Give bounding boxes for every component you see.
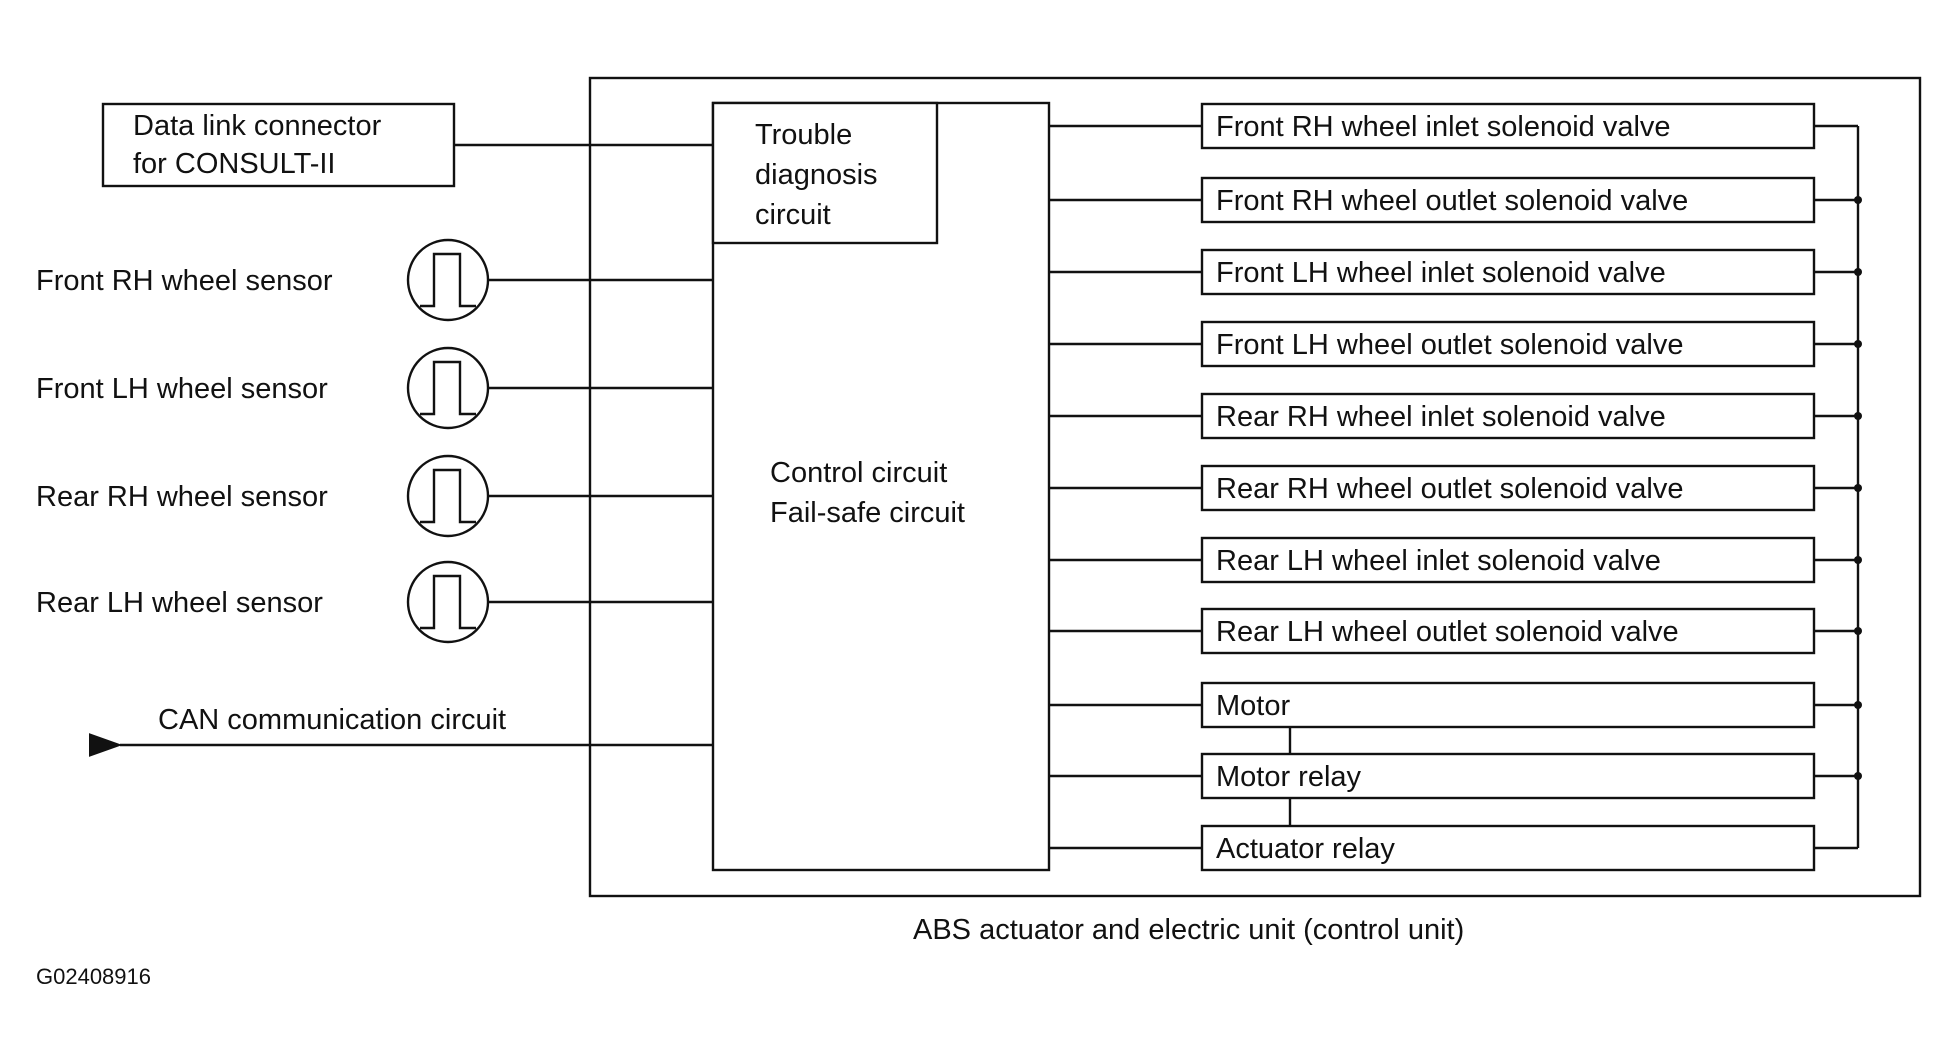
control-circuit-label: Control circuit (770, 457, 947, 489)
sensor-circle (406, 346, 490, 430)
trouble-line-2: diagnosis (755, 159, 878, 191)
output-label: Front LH wheel outlet solenoid valve (1216, 329, 1683, 361)
pulse-waveform-icon (420, 252, 476, 308)
output-row: Front RH wheel inlet solenoid valve (1049, 102, 1858, 150)
wheel-sensor: Front LH wheel sensor (36, 346, 713, 430)
control-unit-caption: ABS actuator and electric unit (control … (913, 914, 1464, 946)
sensor-circle (406, 454, 490, 538)
pulse-waveform-icon (420, 360, 476, 416)
output-row: Rear RH wheel inlet solenoid valve (1049, 392, 1862, 440)
output-label: Front LH wheel inlet solenoid valve (1216, 257, 1666, 289)
outputs-group: Front RH wheel inlet solenoid valveFront… (1049, 102, 1862, 872)
output-box (1200, 248, 1816, 296)
control-unit-frame (588, 76, 1922, 898)
output-row: Front LH wheel outlet solenoid valve (1049, 320, 1862, 368)
trouble-line-1: Trouble (755, 119, 852, 151)
output-row: Motor relay (1049, 752, 1862, 800)
can-label: CAN communication circuit (158, 704, 506, 736)
output-box (1200, 392, 1816, 440)
output-box (1200, 536, 1816, 584)
output-row: Rear LH wheel outlet solenoid valve (1049, 607, 1862, 655)
output-row: Actuator relay (1049, 824, 1858, 872)
output-row: Front LH wheel inlet solenoid valve (1049, 248, 1862, 296)
output-box (1200, 607, 1816, 655)
failsafe-circuit-label: Fail-safe circuit (770, 497, 965, 529)
sensor-circle (406, 560, 490, 644)
output-label: Rear RH wheel outlet solenoid valve (1216, 473, 1683, 505)
sensor-circle (406, 238, 490, 322)
trouble-diagnosis-block (711, 101, 939, 245)
trouble-line-3: circuit (755, 199, 831, 231)
wheel-sensor: Front RH wheel sensor (36, 238, 713, 322)
wheel-sensor: Rear LH wheel sensor (36, 560, 713, 644)
output-label: Motor (1216, 690, 1290, 722)
wheel-sensor-label: Rear LH wheel sensor (36, 587, 323, 619)
output-row: Rear RH wheel outlet solenoid valve (1049, 464, 1862, 512)
wheel-sensor-label: Rear RH wheel sensor (36, 481, 328, 513)
output-row: Rear LH wheel inlet solenoid valve (1049, 536, 1862, 584)
output-box (1200, 681, 1816, 729)
output-label: Rear RH wheel inlet solenoid valve (1216, 401, 1666, 433)
output-box (1200, 464, 1816, 512)
dlc-line-1: Data link connector (133, 110, 382, 142)
output-row: Front RH wheel outlet solenoid valve (1049, 176, 1862, 224)
output-row: Motor (1049, 681, 1862, 729)
wheel-sensor: Rear RH wheel sensor (36, 454, 713, 538)
output-label: Front RH wheel outlet solenoid valve (1216, 185, 1688, 217)
wheel-sensor-label: Front RH wheel sensor (36, 265, 333, 297)
output-label: Rear LH wheel outlet solenoid valve (1216, 616, 1679, 648)
dlc-line-2: for CONSULT-II (133, 148, 336, 180)
pulse-waveform-icon (420, 574, 476, 630)
pulse-waveform-icon (420, 468, 476, 524)
output-box (1200, 320, 1816, 368)
figure-id: G02408916 (36, 964, 151, 989)
output-box (1200, 176, 1816, 224)
output-label: Motor relay (1216, 761, 1362, 793)
output-label: Rear LH wheel inlet solenoid valve (1216, 545, 1661, 577)
output-label: Front RH wheel inlet solenoid valve (1216, 111, 1671, 143)
wheel-sensor-label: Front LH wheel sensor (36, 373, 328, 405)
output-label: Actuator relay (1216, 833, 1395, 865)
